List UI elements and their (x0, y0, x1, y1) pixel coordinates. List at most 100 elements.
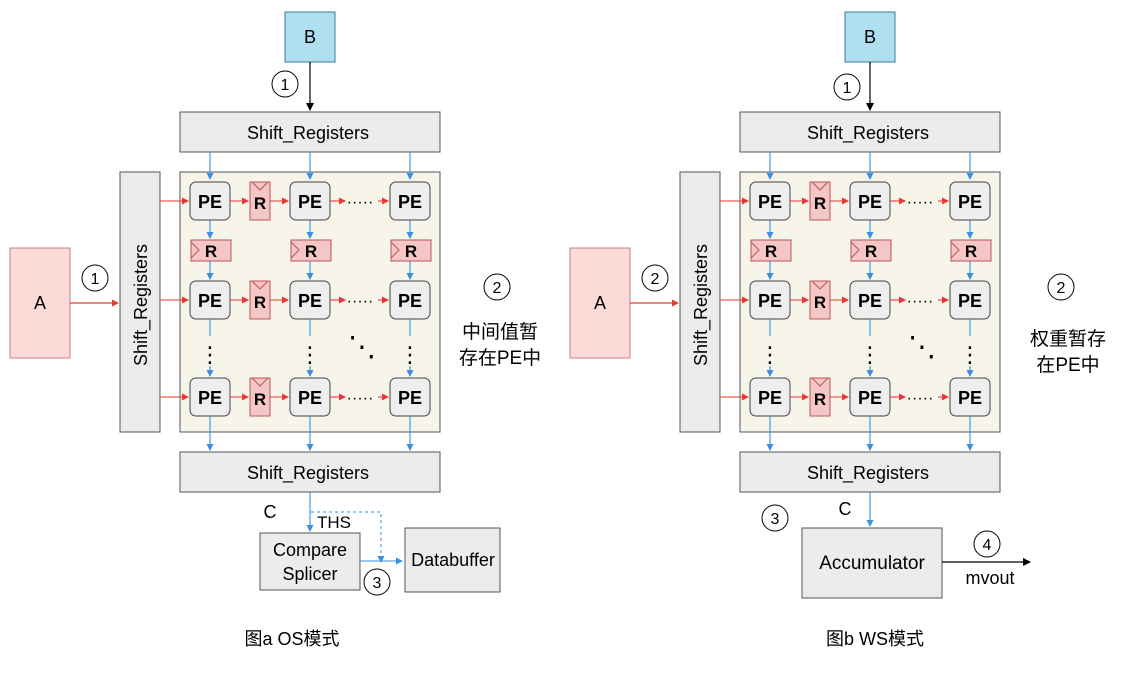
left-shift-register-label: Shift_Registers (131, 244, 152, 366)
step-number: 2 (1057, 280, 1066, 297)
note-line: 权重暂存 (1030, 328, 1106, 350)
r-label: R (814, 293, 826, 312)
step-number: 1 (281, 77, 290, 94)
r-label: R (254, 390, 266, 409)
step-number: 3 (771, 511, 780, 528)
r-label: R (965, 242, 977, 261)
pe-label: PE (758, 192, 782, 212)
accumulator-label: Accumulator (819, 553, 925, 574)
r-register-clock (251, 280, 269, 290)
figure-caption: 图a OS模式 (244, 629, 339, 649)
r-label: R (814, 390, 826, 409)
pe-label: PE (398, 291, 422, 311)
step-circle (833, 73, 861, 101)
step-number: 1 (91, 271, 100, 288)
pe-label: PE (858, 388, 882, 408)
bottom-shift-register (739, 451, 1001, 493)
top-shift-register (739, 111, 1001, 153)
bottom-shift-register-label: Shift_Registers (247, 463, 369, 484)
horizontal-dots: ····· (347, 194, 374, 211)
input-b-box (844, 11, 896, 63)
r-label: R (814, 194, 826, 213)
output-c-label: C (264, 502, 277, 522)
top-shift-register-label: Shift_Registers (807, 123, 929, 144)
output-c-label: C (839, 499, 852, 519)
diagonal-dots: ⋱ (908, 331, 936, 362)
step-circle (363, 568, 391, 596)
horizontal-dots: ····· (907, 194, 934, 211)
r-register-clock (251, 377, 269, 387)
pe-label: PE (858, 192, 882, 212)
vertical-dots: ⋮ (199, 342, 221, 367)
vertical-dots: ⋮ (399, 342, 421, 367)
pe-label: PE (758, 388, 782, 408)
horizontal-dots: ····· (347, 293, 374, 310)
step-number: 4 (983, 537, 992, 554)
step-circle (271, 70, 299, 98)
r-register-clock (811, 280, 829, 290)
r-register (750, 239, 792, 262)
pe-label: PE (298, 291, 322, 311)
pe-label: PE (758, 291, 782, 311)
r-register (950, 239, 992, 262)
bottom-shift-register-label: Shift_Registers (807, 463, 929, 484)
note-line: 在PE中 (1036, 354, 1099, 376)
figure-caption: 图b WS模式 (826, 629, 924, 649)
vertical-dots: ⋮ (299, 342, 321, 367)
pe-label: PE (198, 291, 222, 311)
input-a-label: A (594, 293, 606, 313)
r-label: R (254, 293, 266, 312)
pe-label: PE (858, 291, 882, 311)
step-number: 1 (843, 80, 852, 97)
r-label: R (254, 194, 266, 213)
r-register-clock (750, 241, 760, 259)
pe-label: PE (298, 388, 322, 408)
compare-splicer-label: Splicer (282, 564, 337, 584)
r-register-clock (190, 241, 200, 259)
diagonal-dots: ⋱ (348, 331, 376, 362)
ws-mode-diagram: B 1 Shift_Registers Shift_Registers A 2 … (569, 11, 1106, 649)
r-register-clock (251, 181, 269, 191)
pe-label: PE (198, 192, 222, 212)
ths-dashed-path (311, 511, 385, 563)
horizontal-dots: ····· (907, 390, 934, 407)
r-register (390, 239, 432, 262)
horizontal-dots: ····· (347, 390, 374, 407)
step-number: 2 (651, 271, 660, 288)
left-shift-register (119, 171, 161, 433)
left-shift-register (679, 171, 721, 433)
vertical-dots: ⋮ (859, 342, 881, 367)
r-label: R (305, 242, 317, 261)
r-register-clock (290, 241, 300, 259)
r-register-clock (850, 241, 860, 259)
input-b-label: B (864, 27, 876, 47)
r-register (190, 239, 232, 262)
input-b-label: B (304, 27, 316, 47)
pe-label: PE (958, 388, 982, 408)
r-register (290, 239, 332, 262)
os-mode-diagram: B 1 Shift_Registers Shift_Registers A 1 … (9, 11, 541, 649)
databuffer-box (404, 527, 501, 593)
step-number: 3 (373, 575, 382, 592)
note-line: 存在PE中 (459, 347, 541, 369)
step-circle (761, 504, 789, 532)
input-a-box (569, 247, 631, 359)
r-label: R (205, 242, 217, 261)
r-label: R (765, 242, 777, 261)
pe-label: PE (398, 388, 422, 408)
pe-label: PE (298, 192, 322, 212)
pe-label: PE (958, 192, 982, 212)
r-register-clock (811, 377, 829, 387)
r-register-clock (811, 181, 829, 191)
bottom-shift-register (179, 451, 441, 493)
top-shift-register-label: Shift_Registers (247, 123, 369, 144)
pe-label: PE (958, 291, 982, 311)
step-circle (973, 530, 1001, 558)
r-register (850, 239, 892, 262)
databuffer-label: Databuffer (411, 550, 495, 570)
step-circle (483, 273, 511, 301)
vertical-dots: ⋮ (959, 342, 981, 367)
step-circle (1047, 273, 1075, 301)
horizontal-dots: ····· (907, 293, 934, 310)
